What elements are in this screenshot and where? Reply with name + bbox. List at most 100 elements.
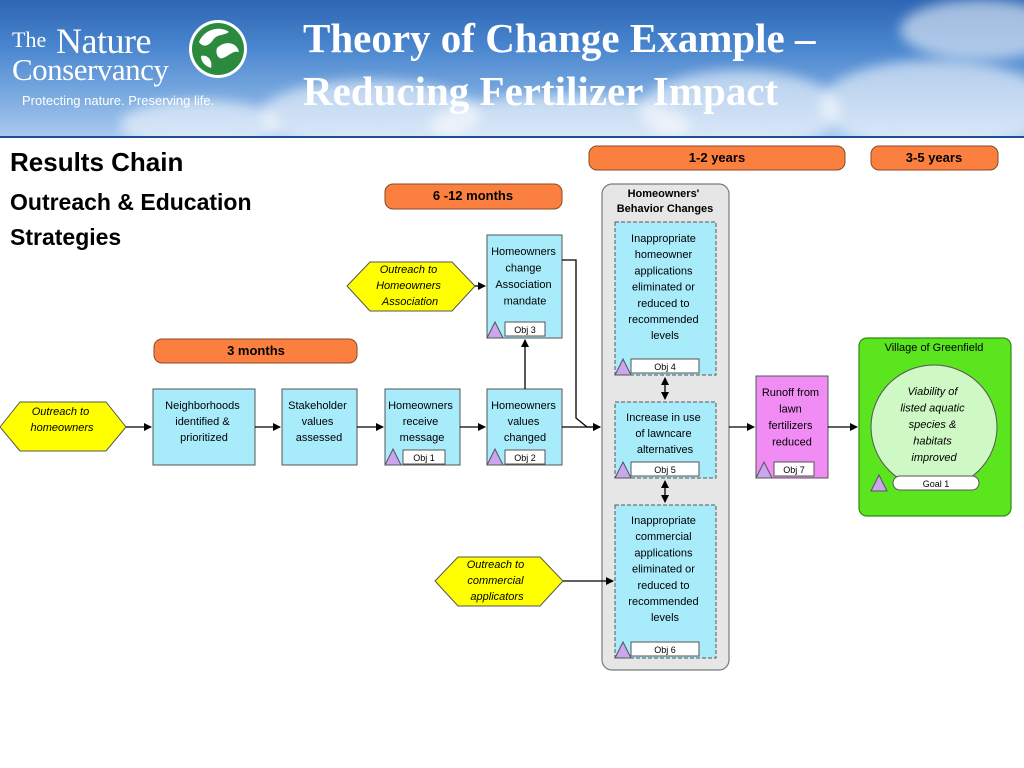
svg-text:Homeowners receive: Homeowners receive message [388,400,456,444]
result-neighborhoods-prioritized: Neighborhoods identified & prioritized [152,388,256,466]
subheading-line-2: Strategies [10,224,122,250]
svg-text:Outreach to Homeowners: Outreach to Homeowners Association [376,264,444,308]
result-homeowner-applications-reduced: Inappropriate homeowner applications eli… [614,221,717,376]
strategy-association-line-3: Association [381,296,438,308]
stakeholder-line-1: Stakeholder [288,400,347,412]
strategy-outreach-association: Outreach to Homeowners Association [346,261,476,312]
subheading-line-1: Outreach & Education [10,189,252,215]
title-line-1: Theory of Change Example – [303,15,816,61]
homeowner-apps-line-3: applications [634,265,693,277]
target-viability-1: Viability of [908,386,959,398]
homeowner-apps-line-4: eliminated or [632,282,695,294]
runoff-line-4: reduced [772,437,812,449]
result-homeowners-receive-message: Homeowners receive message [384,388,461,466]
lawncare-line-1: Increase in use [626,412,701,424]
mandate-line-4: mandate [504,296,547,308]
svg-text:Runoff from lawn f: Runoff from lawn fertilizers reduced [762,387,822,449]
homeowner-apps-line-2: homeowner [635,249,693,261]
commercial-apps-line-6: recommended [628,596,698,608]
homeowner-apps-line-1: Inappropriate [631,233,696,245]
svg-text:Neighborhoods identified: Neighborhoods identified & prioritized [165,400,243,444]
scope-label: Village of Greenfield [885,342,984,354]
connector-arrows [126,259,858,585]
arrow-mandate-to-group [562,259,601,431]
timeline-6-12-months-label: 6 -12 months [433,188,513,203]
svg-text:Viability of listed aqua: Viability of listed aquatic species & ha… [900,386,967,464]
neighborhoods-line-3: prioritized [180,432,228,444]
slide-title: Theory of Change Example – Reducing Fert… [303,12,1003,118]
commercial-apps-line-5: reduced to [637,580,689,592]
goal1-label: Goal 1 [923,479,950,489]
strategy-homeowners-line-1: Outreach to [32,406,89,418]
commercial-apps-line-3: applications [634,547,693,559]
target-viability-3: species & [909,419,957,431]
strategy-association-line-1: Outreach to [380,264,437,276]
strategies-subheading: Outreach & Education Strategies [10,185,330,255]
target-scope-village: Village of Greenfield Viability of liste… [858,337,1012,517]
strategy-commercial-line-1: Outreach to [467,559,524,571]
mandate-line-1: Homeowners [491,246,556,258]
commercial-apps-line-2: commercial [635,531,691,543]
runoff-line-2: lawn [779,404,802,416]
receive-line-1: Homeowners [388,400,453,412]
stakeholder-line-2: values [302,416,334,428]
strategy-commercial-line-2: commercial [467,575,524,587]
svg-text:Homeowners values: Homeowners values changed [491,400,559,444]
strategy-association-line-2: Homeowners [376,280,441,292]
header-divider [0,136,1024,138]
obj2-label: Obj 2 [514,453,536,463]
title-line-2: Reducing Fertilizer Impact [303,68,779,114]
receive-line-2: receive [403,416,438,428]
objective-tag-obj1: Obj 1 [384,447,446,466]
target-viability-5: improved [911,452,957,464]
mandate-line-3: Association [495,279,551,291]
target-viability-4: habitats [913,436,952,448]
results-chain-heading: Results Chain [10,147,184,177]
homeowner-apps-line-6: recommended [628,314,698,326]
svg-text:Homeowners' Behavior Cha: Homeowners' Behavior Changes [617,188,714,215]
strategy-outreach-commercial: Outreach to commercial applicators [434,556,564,607]
obj5-label: Obj 5 [654,465,676,475]
timeline-6-12-months: 6 -12 months [384,183,563,210]
values-changed-line-1: Homeowners [491,400,556,412]
objective-tag-obj4: Obj 4 [614,357,700,376]
result-stakeholder-values: Stakeholder values assessed [281,388,358,466]
objective-tag-obj2: Obj 2 [486,447,546,466]
commercial-apps-line-7: levels [651,612,680,624]
objective-tag-obj3: Obj 3 [486,320,546,339]
strategy-homeowners-line-2: homeowners [31,422,94,434]
timeline-1-2-years-label: 1-2 years [689,150,745,165]
stakeholder-line-3: assessed [296,432,342,444]
homeowner-apps-line-5: reduced to [637,298,689,310]
target-viability-2: listed aquatic [900,403,965,415]
svg-text:Increase in use of lawnc: Increase in use of lawncare alternatives [626,412,704,456]
receive-line-3: message [400,432,445,444]
strategy-outreach-homeowners: Outreach to homeowners [0,401,127,452]
svg-text:Inappropriate homeowner: Inappropriate homeowner applications eli… [628,233,701,342]
goal-tag-goal1: Goal 1 [870,473,980,492]
mandate-line-2: change [505,263,541,275]
objective-tag-obj5: Obj 5 [614,460,700,479]
lawncare-line-3: alternatives [637,444,694,456]
logo-tagline: Protecting nature. Preserving life. [22,93,215,108]
result-runoff-reduced: Runoff from lawn fertilizers reduced [755,375,829,479]
objective-tag-obj6: Obj 6 [614,640,700,659]
behavior-group-title-1: Homeowners' [628,188,700,200]
objective-tag-obj7: Obj 7 [755,460,815,479]
runoff-line-3: fertilizers [768,420,813,432]
timeline-3-months: 3 months [153,338,358,364]
obj1-label: Obj 1 [413,453,435,463]
svg-text:Outreach to commercial: Outreach to commercial applicators [467,559,528,603]
obj4-label: Obj 4 [654,362,676,372]
obj6-label: Obj 6 [654,645,676,655]
obj7-label: Obj 7 [783,465,805,475]
neighborhoods-line-2: identified & [175,416,230,428]
result-commercial-applications-reduced: Inappropriate commercial applications el… [614,504,717,659]
runoff-line-1: Runoff from [762,387,819,399]
strategy-commercial-line-3: applicators [470,591,524,603]
svg-text:Stakeholder values: Stakeholder values assessed [288,400,350,444]
logo-conservancy-text: Conservancy [12,52,169,87]
timeline-3-5-years-label: 3-5 years [906,150,962,165]
commercial-apps-line-4: eliminated or [632,564,695,576]
values-changed-line-3: changed [504,432,546,444]
